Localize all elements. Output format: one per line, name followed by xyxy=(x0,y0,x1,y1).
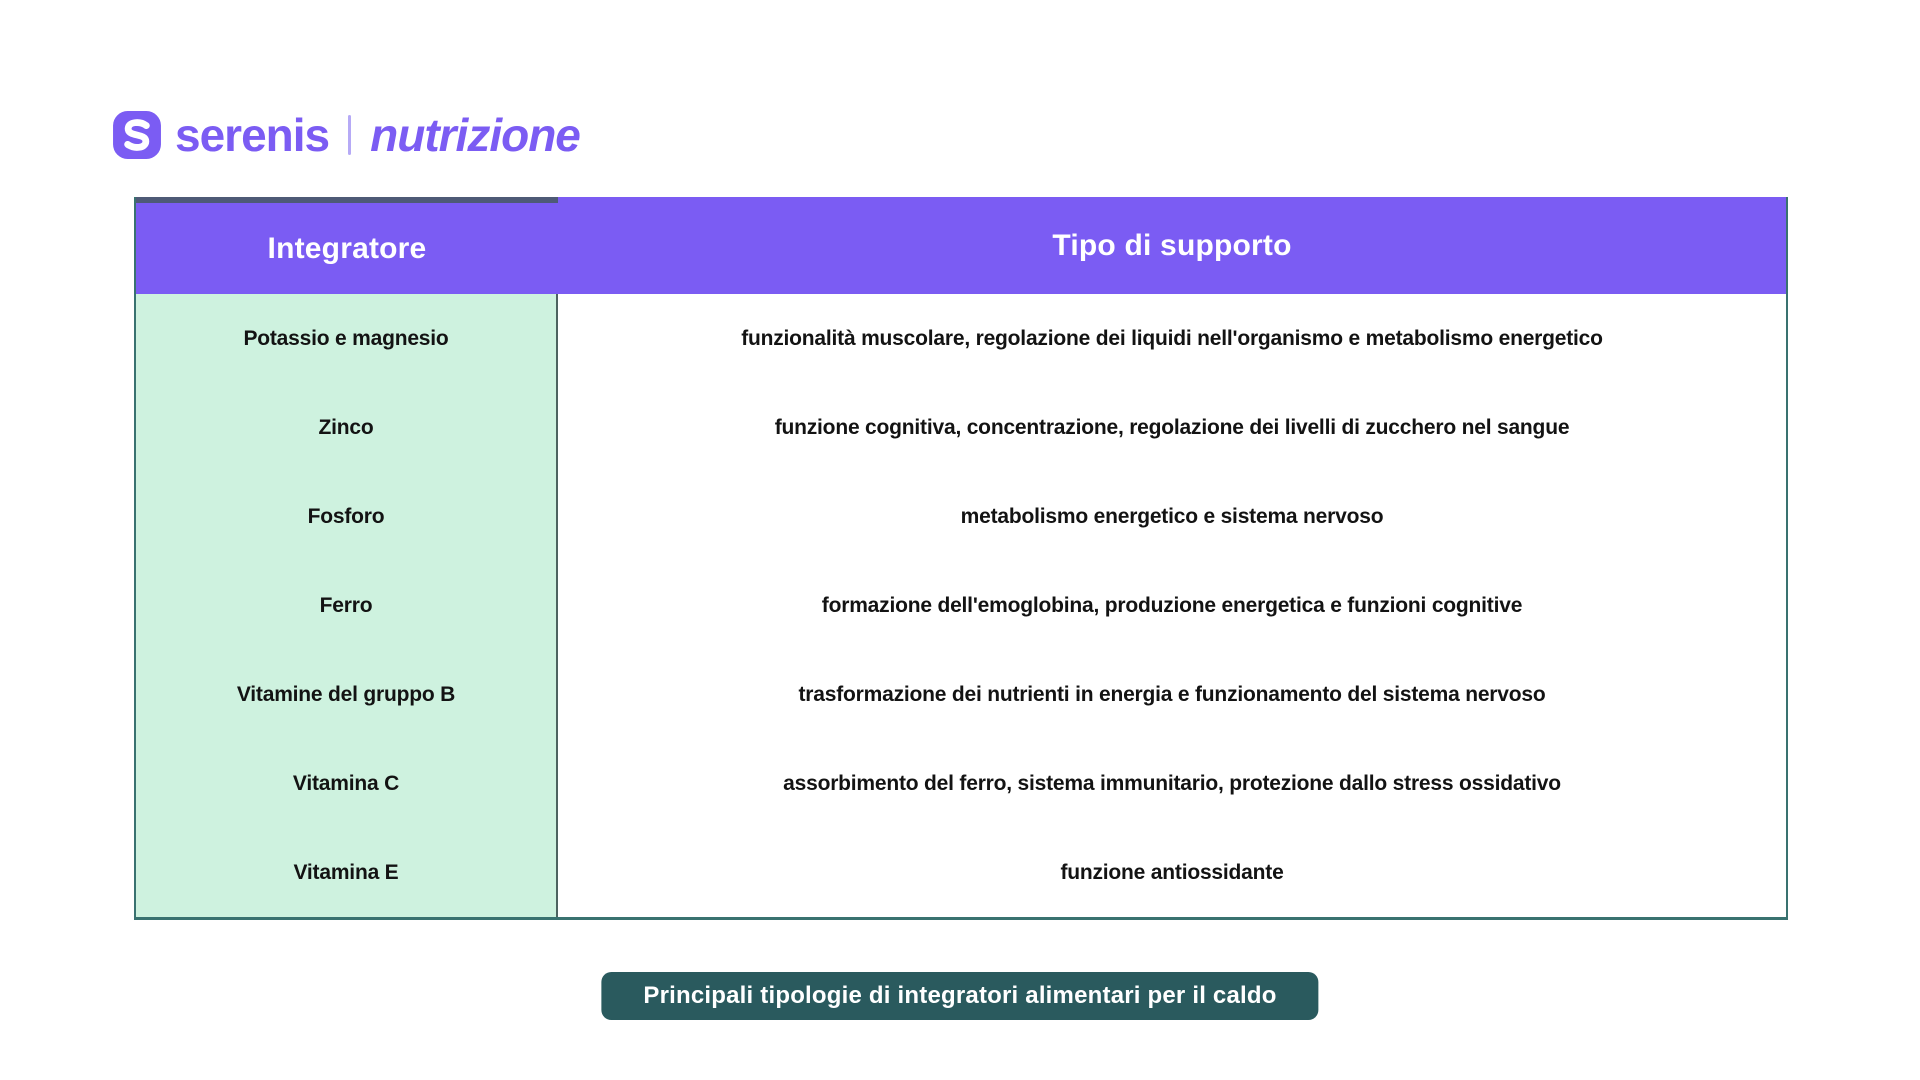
row-supplement-cell: Vitamina E xyxy=(136,828,558,917)
row-supplement-cell: Ferro xyxy=(136,561,558,650)
row-support-cell: funzionalità muscolare, regolazione dei … xyxy=(558,294,1786,383)
table-header-row: Integratore Tipo di supporto xyxy=(136,197,1786,294)
table-row: Vitamina E funzione antiossidante xyxy=(136,828,1786,917)
serenis-s-icon xyxy=(113,111,161,159)
row-support-cell: trasformazione dei nutrienti in energia … xyxy=(558,650,1786,739)
logo-divider xyxy=(348,115,352,155)
table-row: Zinco funzione cognitiva, concentrazione… xyxy=(136,383,1786,472)
row-supplement-cell: Vitamina C xyxy=(136,739,558,828)
row-support-cell: metabolismo energetico e sistema nervoso xyxy=(558,472,1786,561)
row-supplement-cell: Potassio e magnesio xyxy=(136,294,558,383)
table-row: Potassio e magnesio funzionalità muscola… xyxy=(136,294,1786,383)
table-caption-badge: Principali tipologie di integratori alim… xyxy=(601,972,1319,1020)
row-support-cell: assorbimento del ferro, sistema immunita… xyxy=(558,739,1786,828)
table-row: Ferro formazione dell'emoglobina, produz… xyxy=(136,561,1786,650)
row-support-cell: funzione cognitiva, concentrazione, rego… xyxy=(558,383,1786,472)
table-body: Potassio e magnesio funzionalità muscola… xyxy=(136,294,1786,917)
brand-name: serenis xyxy=(175,109,330,161)
row-supplement-cell: Zinco xyxy=(136,383,558,472)
column-header-tipo-di-supporto: Tipo di supporto xyxy=(558,197,1786,294)
row-support-cell: formazione dell'emoglobina, produzione e… xyxy=(558,561,1786,650)
table-row: Fosforo metabolismo energetico e sistema… xyxy=(136,472,1786,561)
brand-suffix: nutrizione xyxy=(370,109,581,161)
brand-logo: serenis nutrizione xyxy=(112,109,581,161)
table-row: Vitamine del gruppo B trasformazione dei… xyxy=(136,650,1786,739)
column-header-integratore: Integratore xyxy=(136,197,558,294)
row-support-cell: funzione antiossidante xyxy=(558,828,1786,917)
row-supplement-cell: Vitamine del gruppo B xyxy=(136,650,558,739)
row-supplement-cell: Fosforo xyxy=(136,472,558,561)
supplements-table: Integratore Tipo di supporto Potassio e … xyxy=(134,197,1788,920)
table-row: Vitamina C assorbimento del ferro, siste… xyxy=(136,739,1786,828)
